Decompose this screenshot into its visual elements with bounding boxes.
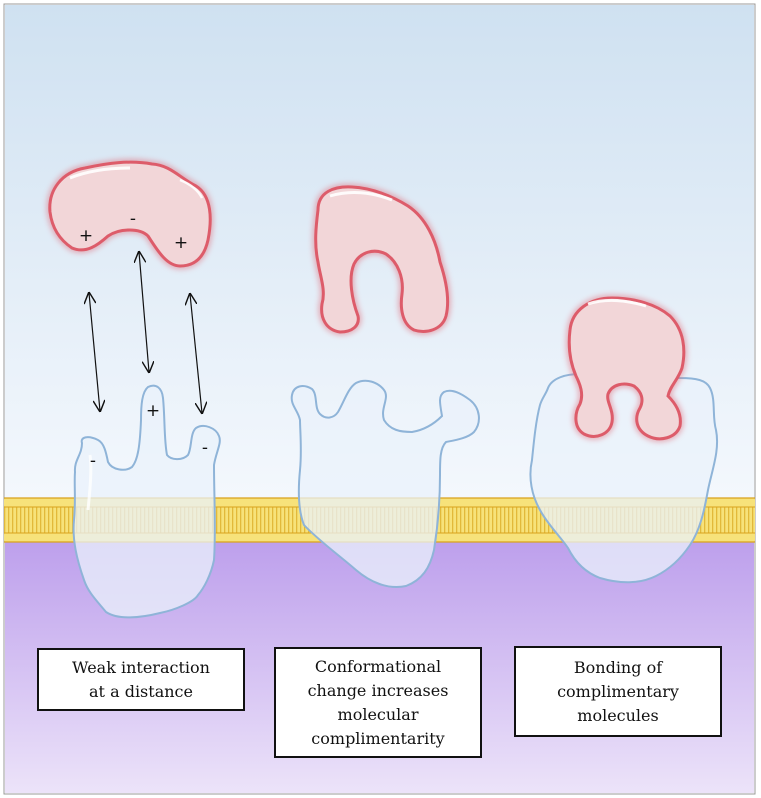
stage-1-interaction-arrows: [89, 252, 202, 413]
stage-1-receptor: [72, 384, 221, 619]
stage-1-ligand: [46, 159, 214, 270]
ligand-charge-left: +: [79, 226, 93, 246]
caption-bonding: Bonding of complimentary molecules: [514, 646, 722, 737]
receptor-charge-right: -: [202, 438, 208, 458]
receptor-charge-left: -: [90, 451, 96, 471]
stage-2-receptor: [290, 379, 480, 588]
receptor-charge-middle: +: [146, 401, 160, 421]
stage-3-ligand: [566, 294, 687, 442]
stage-2-ligand-body: [314, 185, 450, 334]
caption-weak-interaction: Weak interaction at a distance: [37, 648, 245, 711]
ligand-charge-middle: -: [130, 209, 136, 229]
stage-1-ligand-body: [48, 160, 212, 268]
stage-2-ligand: [312, 183, 451, 336]
stage-2-receptor-body: [290, 379, 480, 588]
arrow-middle: [139, 252, 149, 372]
arrow-right: [190, 294, 202, 413]
caption-conformational-change: Conformational change increases molecula…: [274, 647, 482, 758]
stage-1-receptor-body: [72, 384, 221, 619]
caption-weak-interaction-text: Weak interaction at a distance: [72, 657, 210, 701]
arrow-left: [89, 293, 100, 411]
stage-3-ligand-body: [567, 296, 686, 441]
stage-1-charges: + - + - + -: [79, 209, 208, 471]
caption-bonding-text: Bonding of complimentary molecules: [557, 657, 679, 725]
ligand-charge-right: +: [174, 233, 188, 253]
caption-conformational-change-text: Conformational change increases molecula…: [307, 656, 449, 748]
